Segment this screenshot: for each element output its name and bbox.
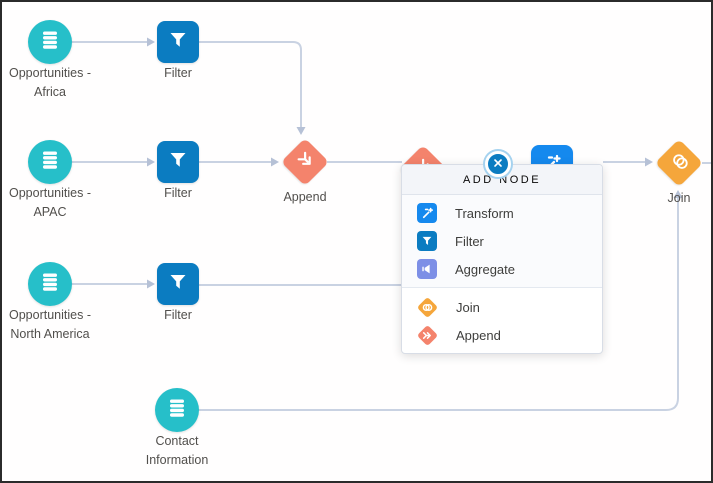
dataset-icon bbox=[38, 270, 62, 299]
node-contact-information[interactable] bbox=[155, 388, 199, 432]
append-icon bbox=[416, 324, 439, 346]
node-join[interactable] bbox=[654, 138, 704, 188]
popup-group-row-nodes: Transform Filter Aggregate bbox=[402, 195, 602, 288]
append-icon bbox=[288, 145, 323, 180]
filter-icon bbox=[166, 270, 190, 299]
transform-icon bbox=[417, 203, 437, 223]
menu-item-label: Aggregate bbox=[455, 261, 515, 277]
close-icon bbox=[492, 157, 504, 172]
menu-item-label: Filter bbox=[455, 233, 484, 249]
filter-icon bbox=[166, 28, 190, 57]
menu-item-aggregate[interactable]: Aggregate bbox=[402, 255, 602, 283]
node-filter-3[interactable] bbox=[157, 263, 199, 305]
node-opportunities-africa[interactable] bbox=[28, 20, 72, 64]
join-icon bbox=[416, 296, 439, 318]
popup-group-join-append: Join Append bbox=[402, 288, 602, 353]
node-filter-1[interactable] bbox=[157, 21, 199, 63]
menu-item-join[interactable]: Join bbox=[402, 293, 602, 321]
menu-item-label: Join bbox=[456, 299, 480, 315]
join-icon bbox=[662, 146, 697, 181]
add-node-popup: ADD NODE Transform Filter Aggregate Join bbox=[401, 164, 603, 354]
menu-item-label: Append bbox=[456, 327, 501, 343]
node-opportunities-north-america[interactable] bbox=[28, 262, 72, 306]
filter-icon bbox=[417, 231, 437, 251]
filter-icon bbox=[166, 148, 190, 177]
node-filter-2[interactable] bbox=[157, 141, 199, 183]
menu-item-label: Transform bbox=[455, 205, 514, 221]
node-append[interactable] bbox=[280, 137, 330, 187]
aggregate-icon bbox=[417, 259, 437, 279]
dataset-icon bbox=[38, 28, 62, 57]
menu-item-append[interactable]: Append bbox=[402, 321, 602, 349]
dataset-icon bbox=[165, 396, 189, 425]
node-opportunities-apac[interactable] bbox=[28, 140, 72, 184]
menu-item-transform[interactable]: Transform bbox=[402, 199, 602, 227]
dataset-icon bbox=[38, 148, 62, 177]
menu-item-filter[interactable]: Filter bbox=[402, 227, 602, 255]
close-button[interactable] bbox=[485, 151, 511, 177]
